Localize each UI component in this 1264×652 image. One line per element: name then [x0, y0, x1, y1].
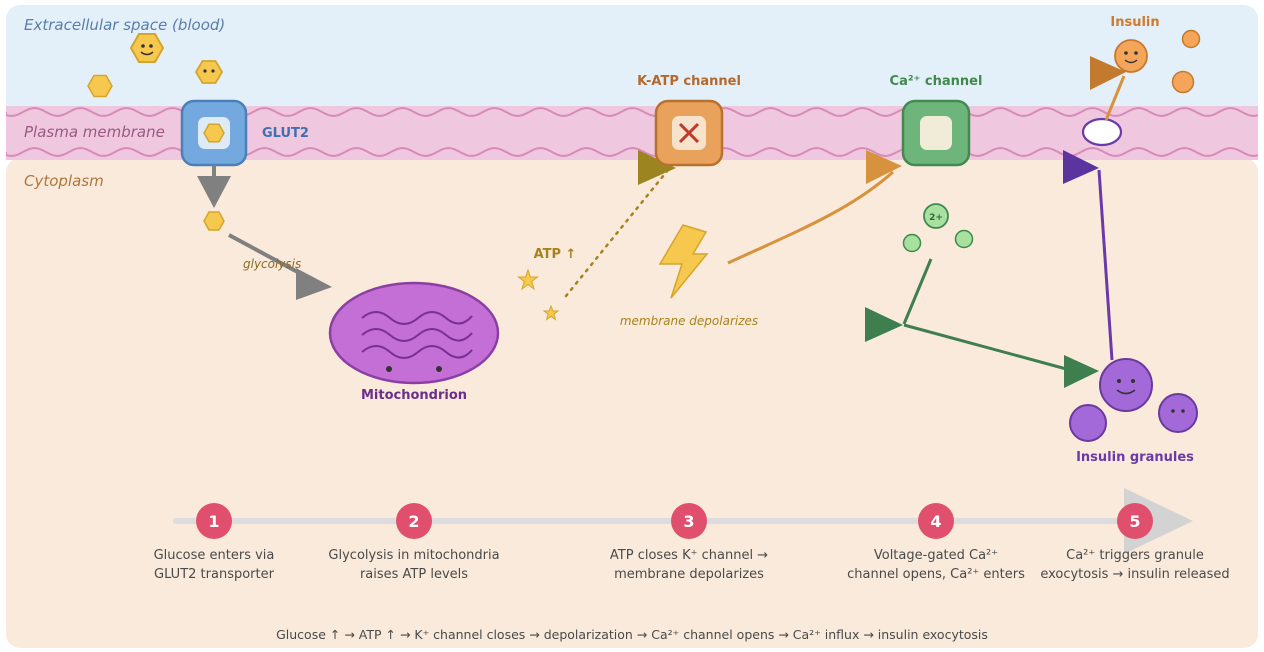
ca-channel-label: Ca²⁺ channel [890, 74, 983, 89]
calcium-ion [902, 233, 922, 253]
step-2: 2 Glycolysis in mitochondria raises ATP … [328, 503, 500, 582]
insulin-granule [1069, 404, 1107, 442]
ca-channel [901, 99, 971, 167]
atp-star-large [517, 268, 539, 291]
calcium-ion-labeled: 2+ [923, 203, 949, 229]
exocytosis-arrowhead [1063, 150, 1099, 184]
svg-text:2+: 2+ [929, 213, 943, 223]
step-text-line2: membrane depolarizes [614, 567, 764, 582]
step-text-line1: Glucose enters via [154, 548, 275, 563]
step-number: 2 [408, 512, 419, 531]
insulin-release-line [1104, 75, 1126, 121]
insulin-granule-face [1158, 393, 1198, 433]
step-text-line2: exocytosis → insulin released [1040, 567, 1229, 582]
fusion-pore [1081, 117, 1123, 147]
insulin-molecule [1171, 70, 1195, 94]
atp-star-small [542, 304, 560, 321]
pathway-summary: Glucose ↑ → ATP ↑ → K⁺ channel closes → … [276, 627, 988, 642]
atp-signal-line [564, 168, 670, 298]
step-text-line1: Ca²⁺ triggers granule [1066, 548, 1204, 563]
ca-influx-line [902, 258, 933, 325]
insulin-granules-label: Insulin granules [1076, 450, 1194, 465]
glucose-entry-arrowhead [197, 176, 231, 208]
membrane-label: Plasma membrane [24, 123, 165, 141]
step-text-line2: raises ATP levels [360, 567, 468, 582]
katp-label: K-ATP channel [637, 74, 741, 89]
step-text-line1: ATP closes K⁺ channel → [610, 548, 768, 563]
insulin-molecule-face [1114, 39, 1148, 73]
step-text-line1: Voltage-gated Ca²⁺ [874, 548, 998, 563]
step-text-line2: GLUT2 transporter [154, 567, 275, 582]
insulin-molecule [1181, 29, 1201, 49]
extracellular-region [6, 5, 1258, 125]
glucose-molecule [87, 74, 113, 98]
glucose-molecule-small [194, 60, 224, 84]
glucose-molecule-intracellular [203, 211, 225, 231]
ca-trigger-line [903, 323, 1071, 372]
atp-signal-arrowhead [638, 150, 676, 185]
ca-influx-arrowhead [865, 307, 903, 342]
step-number: 3 [683, 512, 694, 531]
depolarization-arrowhead [866, 150, 902, 184]
glycolysis-arrow-shaft [228, 233, 306, 278]
lightning-bolt-icon [658, 224, 709, 299]
step-number: 1 [208, 512, 219, 531]
ca-trigger-arrowhead [1064, 355, 1099, 388]
cytoplasm-label: Cytoplasm [24, 172, 104, 190]
step-1: 1 Glucose enters via GLUT2 transporter [154, 503, 275, 582]
step-5: 5 Ca²⁺ triggers granule exocytosis → ins… [1040, 503, 1230, 582]
extracellular-label: Extracellular space (blood) [24, 16, 225, 34]
calcium-ion [954, 229, 974, 249]
mitochondrion [328, 281, 500, 385]
glucose-molecule-large [129, 33, 165, 63]
insulin-granule-main [1099, 358, 1153, 412]
step-number: 5 [1129, 512, 1140, 531]
insulin-release-arrowhead [1090, 56, 1126, 90]
glut2-transporter [180, 99, 248, 167]
katp-channel [654, 99, 724, 167]
insulin-label: Insulin [1110, 15, 1159, 30]
mitochondrion-label: Mitochondrion [361, 388, 467, 403]
step-text-line1: Glycolysis in mitochondria [328, 548, 499, 563]
depolarization-label: membrane depolarizes [620, 314, 758, 328]
step-number: 4 [930, 512, 941, 531]
step-text-line2: channel opens, Ca²⁺ enters [847, 567, 1025, 582]
step-3: 3 ATP closes K⁺ channel → membrane depol… [610, 503, 768, 582]
step-4: 4 Voltage-gated Ca²⁺ channel opens, Ca²⁺… [847, 503, 1025, 582]
glut2-label: GLUT2 [262, 126, 309, 141]
depolarization-arrow [727, 170, 894, 265]
glycolysis-arrowhead [296, 268, 332, 300]
atp-label: ATP ↑ [534, 247, 577, 262]
exocytosis-line [1097, 169, 1114, 361]
glycolysis-label: glycolysis [243, 257, 301, 271]
